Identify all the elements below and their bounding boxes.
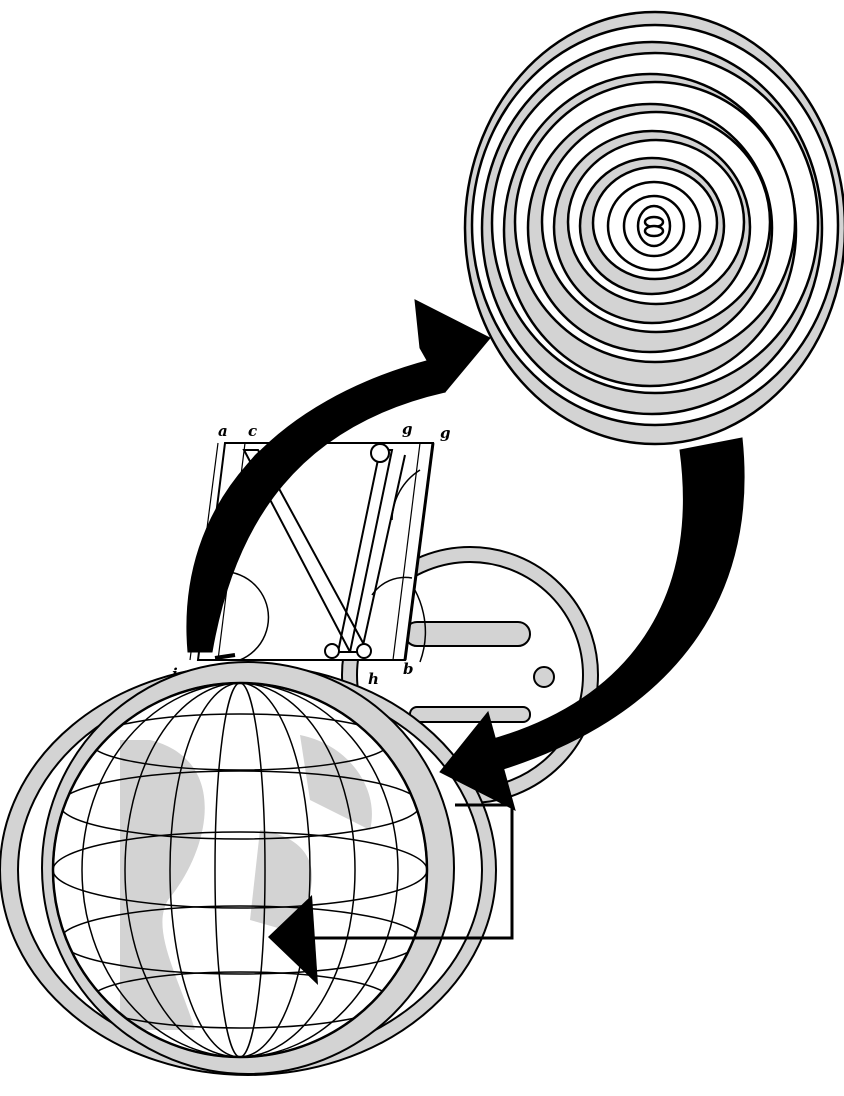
point-label-c: c <box>248 422 257 440</box>
concentric-rings <box>465 12 844 444</box>
point-label-b: b <box>403 660 414 678</box>
point-label-a: a <box>218 422 228 440</box>
point-label-g: g <box>402 420 413 438</box>
wireframe-globe <box>0 662 496 1075</box>
point-label-h: h <box>368 670 379 688</box>
point-label-g-outer: g <box>440 424 451 442</box>
